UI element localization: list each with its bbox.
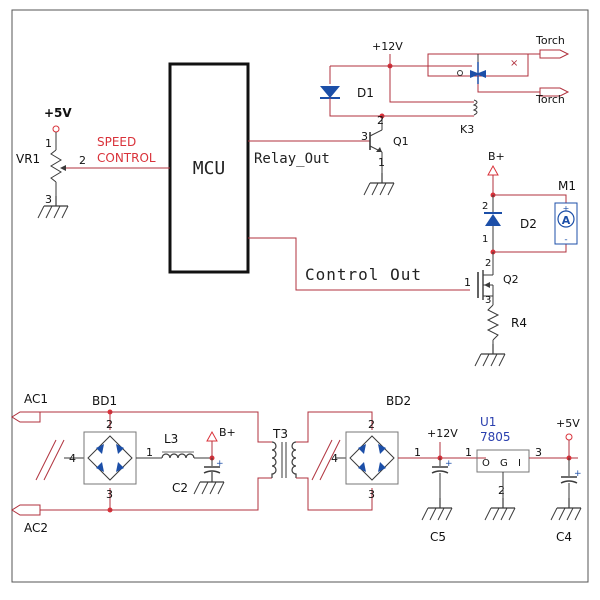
d2-label: D2 [520, 217, 537, 231]
transformer-icon [271, 441, 277, 478]
u1-o: O [482, 458, 490, 469]
u1-part: 7805 [480, 430, 511, 444]
t3-label: T3 [272, 427, 288, 441]
bplus-label: B+ [219, 426, 236, 439]
diode-icon [320, 86, 340, 98]
m1-plus: + [563, 204, 570, 213]
c5-plus: + [445, 459, 453, 469]
v12-label: +12V [427, 427, 458, 440]
control-out-label: Control Out [305, 265, 422, 284]
vr1-supply-label: +5V [44, 106, 72, 120]
d2-pin1: 1 [482, 234, 488, 245]
bd2-pin2: 2 [368, 418, 375, 431]
resistor-icon [486, 304, 500, 341]
schematic-border [11, 9, 589, 583]
motor-m1 [554, 202, 578, 245]
u1-pin3: 3 [535, 446, 542, 459]
bridge-rectifier-icon [345, 431, 399, 485]
bridge-rectifier-icon [83, 431, 137, 485]
q2-label: Q2 [503, 273, 519, 286]
vr1-supply-pin [52, 125, 60, 133]
relay-out-label: Relay_Out [254, 151, 330, 167]
ground-icon [421, 497, 453, 521]
vcc-arrow-icon [487, 164, 499, 176]
mcu-label: MCU [193, 158, 226, 179]
bd2-pin4: 4 [331, 452, 338, 465]
torch-connector-icon [539, 87, 570, 97]
torch1-label: Torch [535, 34, 565, 47]
bd2-label: BD2 [386, 394, 411, 408]
ac-input-leads [35, 439, 65, 481]
ac1-label: AC1 [24, 392, 48, 406]
bd2-pin1: 1 [414, 446, 421, 459]
u1-pin1: 1 [465, 446, 472, 459]
inductor-icon [161, 453, 195, 459]
ac1-connector [11, 411, 41, 423]
k3-label: K3 [460, 123, 474, 136]
d2-pin2: 2 [482, 201, 488, 212]
m1-symbol: A [562, 214, 571, 227]
ground-icon [37, 195, 69, 219]
u1-i: I [518, 458, 521, 469]
bd1-pin3: 3 [106, 488, 113, 501]
control-label: CONTROL [97, 151, 156, 165]
vr1-pin3: 3 [45, 193, 52, 206]
vr1-ref: VR1 [16, 152, 40, 166]
speed-label: SPEED [97, 135, 136, 149]
u1-label: U1 [480, 415, 496, 429]
ground-icon [193, 471, 225, 495]
ac2-connector [11, 504, 41, 516]
q1-pin2: 2 [377, 114, 384, 127]
r4-label: R4 [511, 316, 527, 330]
bd1-pin1: 1 [146, 446, 153, 459]
bd1-pin2: 2 [106, 418, 113, 431]
q1-label: Q1 [393, 135, 409, 148]
torch-connector-icon [539, 49, 570, 59]
q1-pin1: 1 [378, 156, 385, 169]
u1-pin2: 2 [498, 484, 505, 497]
ground-icon [484, 497, 516, 521]
c2-label: C2 [172, 481, 188, 495]
bd1-pin4: 4 [69, 452, 76, 465]
svg-text:×: × [510, 58, 518, 69]
v5-label: +5V [556, 417, 580, 430]
diode-icon [485, 214, 501, 226]
vr1-pin1: 1 [45, 137, 52, 150]
motor-supply-label: B+ [488, 150, 505, 163]
c4-label: C4 [556, 530, 572, 544]
control-out-wire [248, 237, 470, 291]
ground-icon [550, 497, 582, 521]
d1-label: D1 [357, 86, 374, 100]
q2-pin1: 1 [464, 276, 471, 289]
vr1-pin2: 2 [79, 154, 86, 167]
q1-pin3: 3 [361, 130, 368, 143]
ac2-label: AC2 [24, 521, 48, 535]
c2-plus: + [216, 459, 224, 469]
relay-supply-label: +12V [372, 40, 403, 53]
l3-label: L3 [164, 432, 178, 446]
relay-coil-icon [472, 99, 478, 116]
q2-pin2: 2 [485, 258, 491, 269]
v5-pin [565, 433, 573, 441]
potentiometer-icon [50, 149, 62, 183]
ground-icon [474, 343, 506, 367]
m1-minus: - [564, 235, 567, 245]
bd2-pin3: 3 [368, 488, 375, 501]
ground-icon [363, 172, 395, 196]
u1-g: G [500, 458, 508, 469]
c5-label: C5 [430, 530, 446, 544]
m1-label: M1 [558, 179, 576, 193]
vcc-arrow-icon [206, 430, 218, 442]
ammeter-icon [557, 210, 575, 228]
bd1-label: BD1 [92, 394, 117, 408]
c4-plus: + [574, 469, 582, 479]
q2-pin3: 3 [485, 295, 491, 306]
torch2-label: Torch [535, 93, 565, 106]
